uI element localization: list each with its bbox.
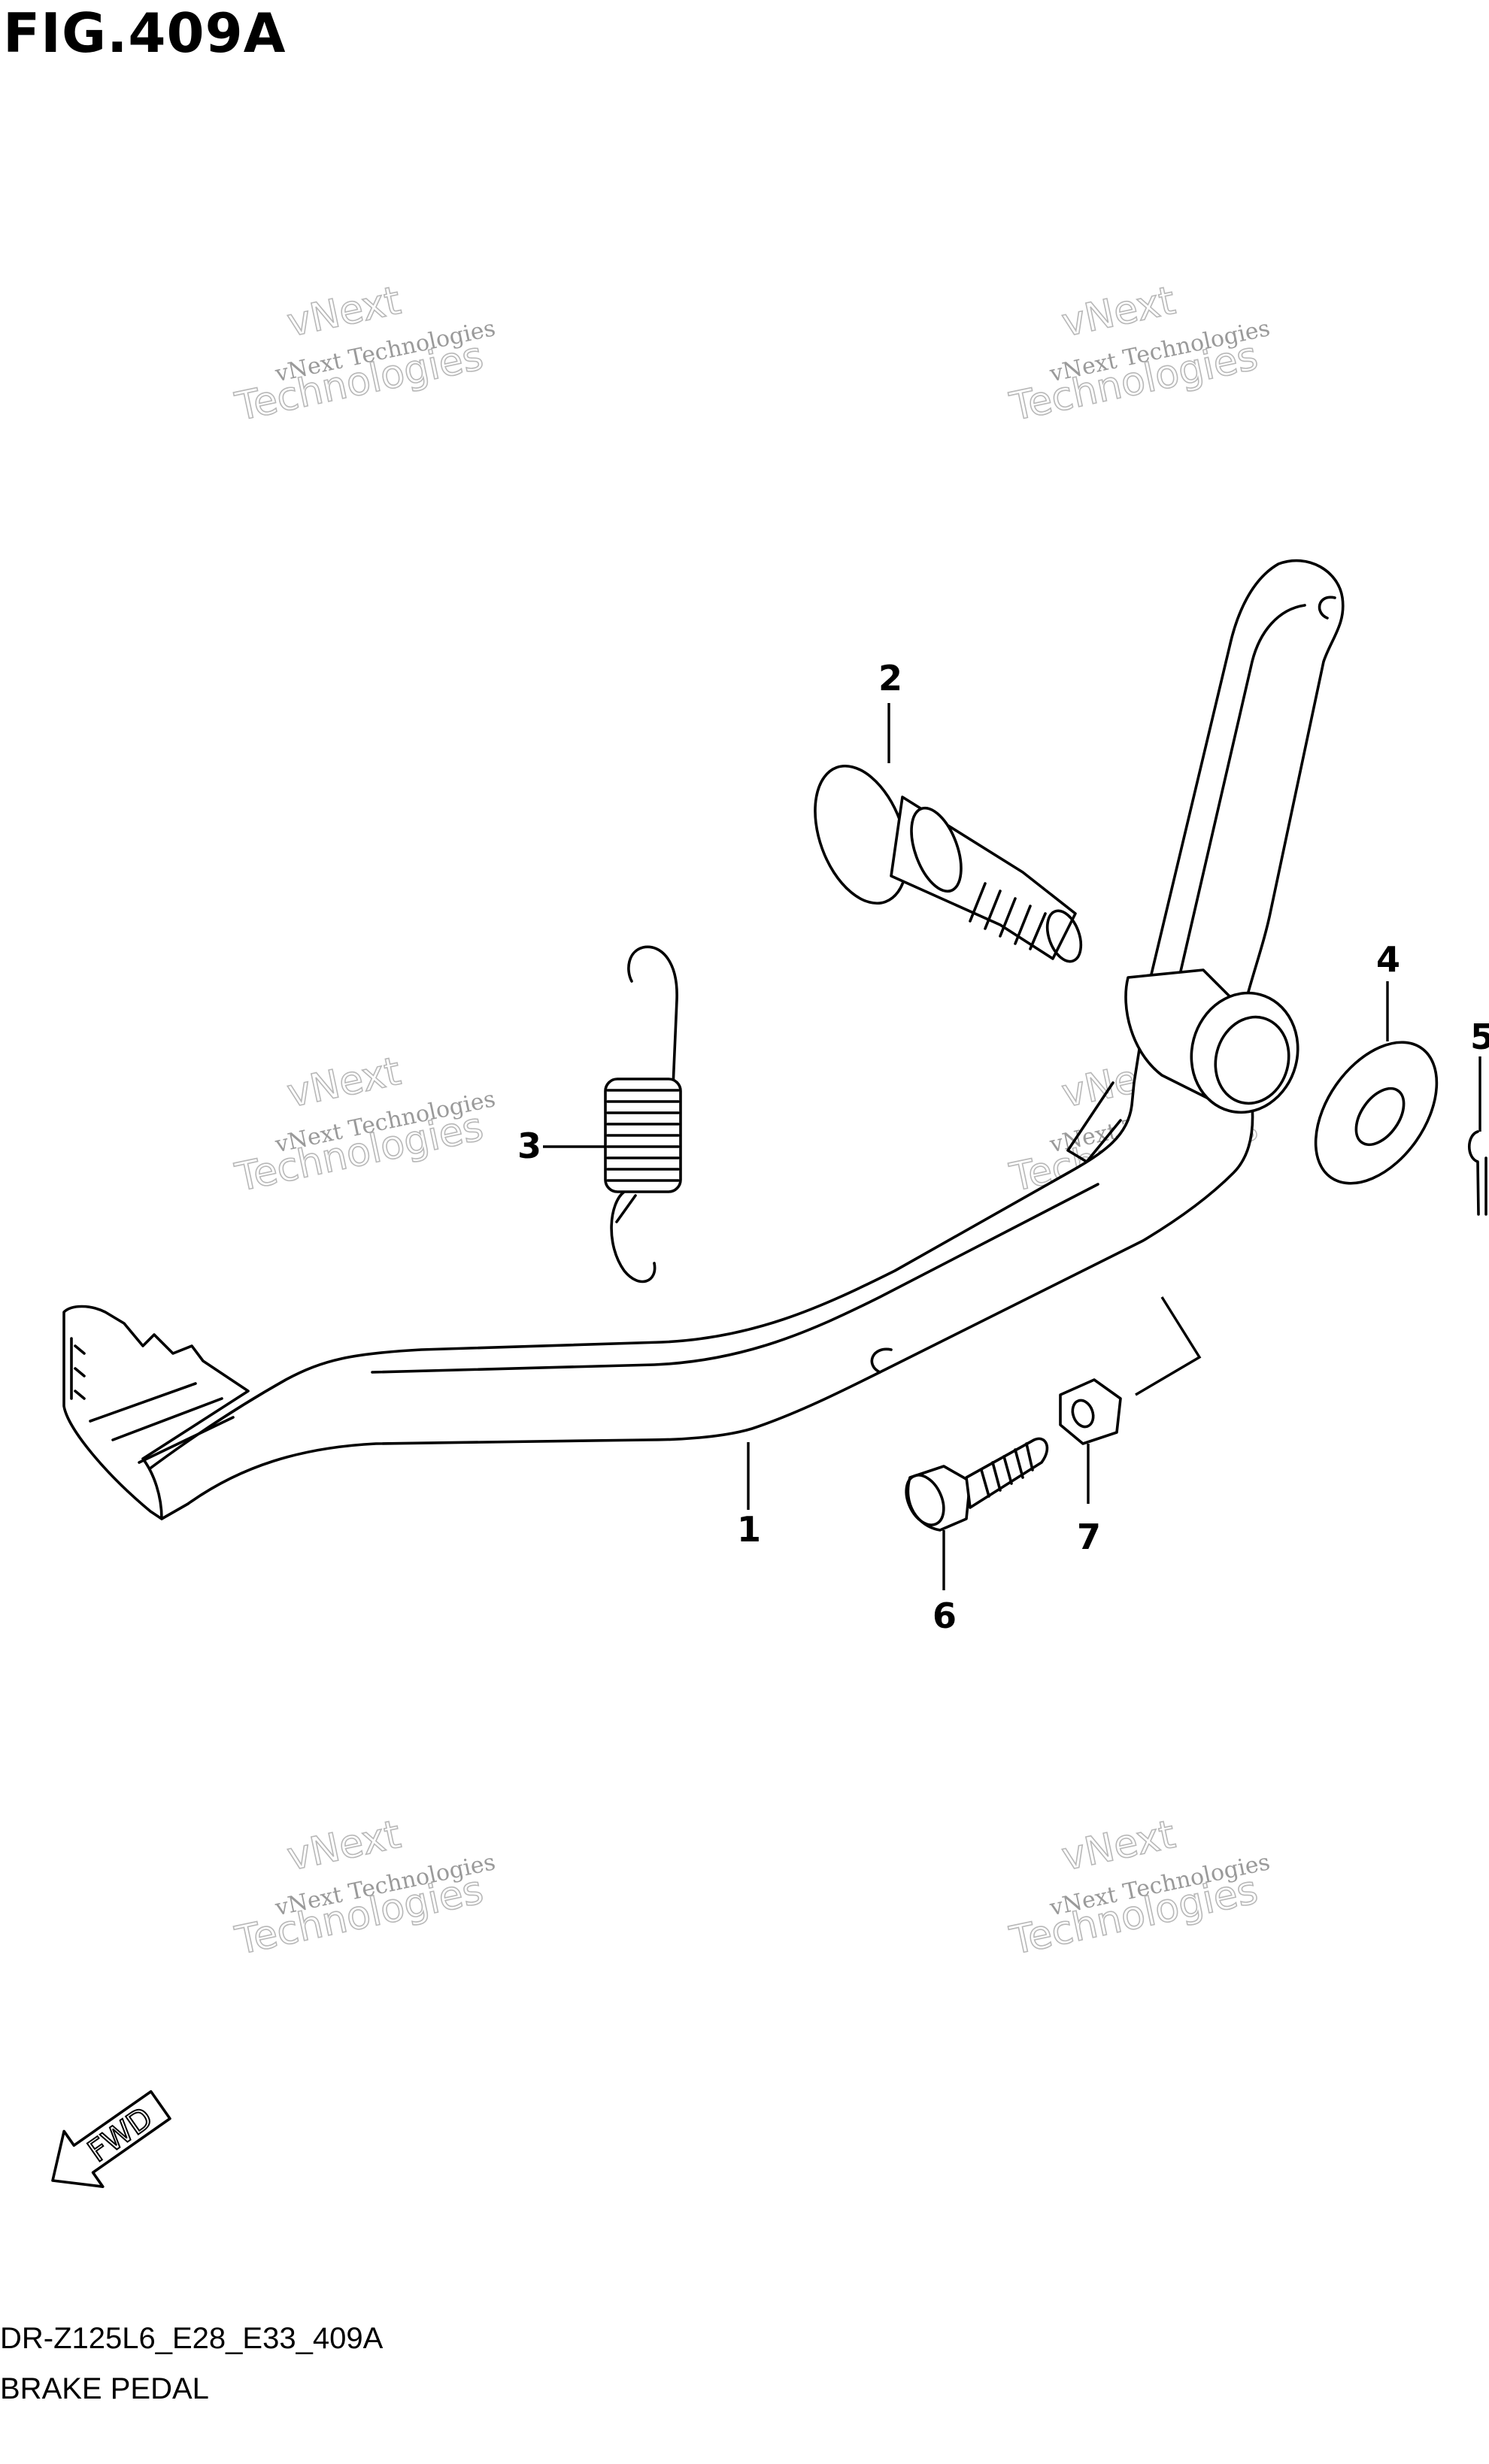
callout-4: 4 (1376, 939, 1400, 980)
cotter-pin-part (1467, 1130, 1487, 1216)
pivot-bolt-end (1045, 909, 1083, 963)
callout-2: 2 (878, 658, 902, 699)
watermark-mid-left: vNext vNext Technologies Technologies (231, 1048, 498, 1202)
watermark-line1: vNext (1058, 1812, 1179, 1880)
brake-pedal-footplate-edge (89, 1382, 235, 1464)
watermark-bottom-right: vNext vNext Technologies Technologies (1005, 1811, 1272, 1965)
brake-pedal-hole-arm (870, 1347, 893, 1374)
brake-pedal-arm-ridge (371, 1183, 1099, 1374)
cotter-pin-body (1467, 1130, 1487, 1216)
washer-part (1314, 1041, 1439, 1185)
pivot-bolt-thread (969, 882, 1047, 950)
callout-1: 1 (737, 1509, 761, 1550)
callout-7: 7 (1077, 1517, 1101, 1557)
watermark-line1: vNext (284, 1049, 405, 1117)
pivot-bolt-part (814, 764, 1083, 963)
nut-part (1059, 1378, 1122, 1445)
watermark-line1: vNext (284, 278, 405, 346)
leader-lines (543, 703, 1481, 1590)
brake-pedal-arm (141, 559, 1345, 1520)
brake-pedal-hole-top (1318, 596, 1336, 620)
figure-title: FIG.409A (3, 2, 287, 65)
model-code: DR-Z125L6_E28_E33_409A (0, 2322, 384, 2355)
brake-pedal-upper-ridge (1172, 604, 1306, 1005)
return-spring-top-hook (627, 945, 678, 1088)
adjusting-bolt-part (905, 1437, 1049, 1532)
return-spring-bottom-hook (610, 1190, 657, 1284)
watermark-bottom-left: vNext vNext Technologies Technologies (231, 1811, 498, 1965)
brake-pedal-footplate (62, 1305, 250, 1520)
return-spring-part (604, 945, 682, 1284)
figure-name: BRAKE PEDAL (0, 2372, 209, 2405)
nut-hole (1071, 1399, 1095, 1429)
watermark-top-right: vNext vNext Technologies Technologies (1005, 277, 1272, 431)
callout-6: 6 (933, 1596, 957, 1636)
brake-pedal-pivot-inner (1214, 1015, 1290, 1105)
leader-bracket (1135, 1296, 1202, 1396)
brake-pedal-part (62, 559, 1345, 1520)
adjusting-bolt-shank (965, 1437, 1049, 1509)
return-spring-coils (604, 1077, 682, 1193)
washer-outer (1314, 1041, 1439, 1185)
arrow-icon (51, 2090, 171, 2188)
watermark-top-left: vNext vNext Technologies Technologies (231, 277, 498, 431)
washer-hole (1354, 1087, 1406, 1147)
watermark-line1: vNext (1058, 278, 1179, 346)
pivot-bolt-collar (910, 806, 963, 893)
nut-body (1059, 1378, 1122, 1445)
brake-pedal-tab (1066, 1081, 1122, 1163)
forward-direction-arrow: FWD (51, 2090, 171, 2188)
adjusting-bolt-head-face (905, 1474, 945, 1526)
watermark-line1: vNext (284, 1812, 405, 1880)
callout-5: 5 (1470, 1017, 1489, 1057)
adjusting-bolt-thread (980, 1442, 1034, 1498)
callout-3: 3 (517, 1126, 541, 1166)
brake-pedal-footplate-teeth (70, 1337, 86, 1400)
